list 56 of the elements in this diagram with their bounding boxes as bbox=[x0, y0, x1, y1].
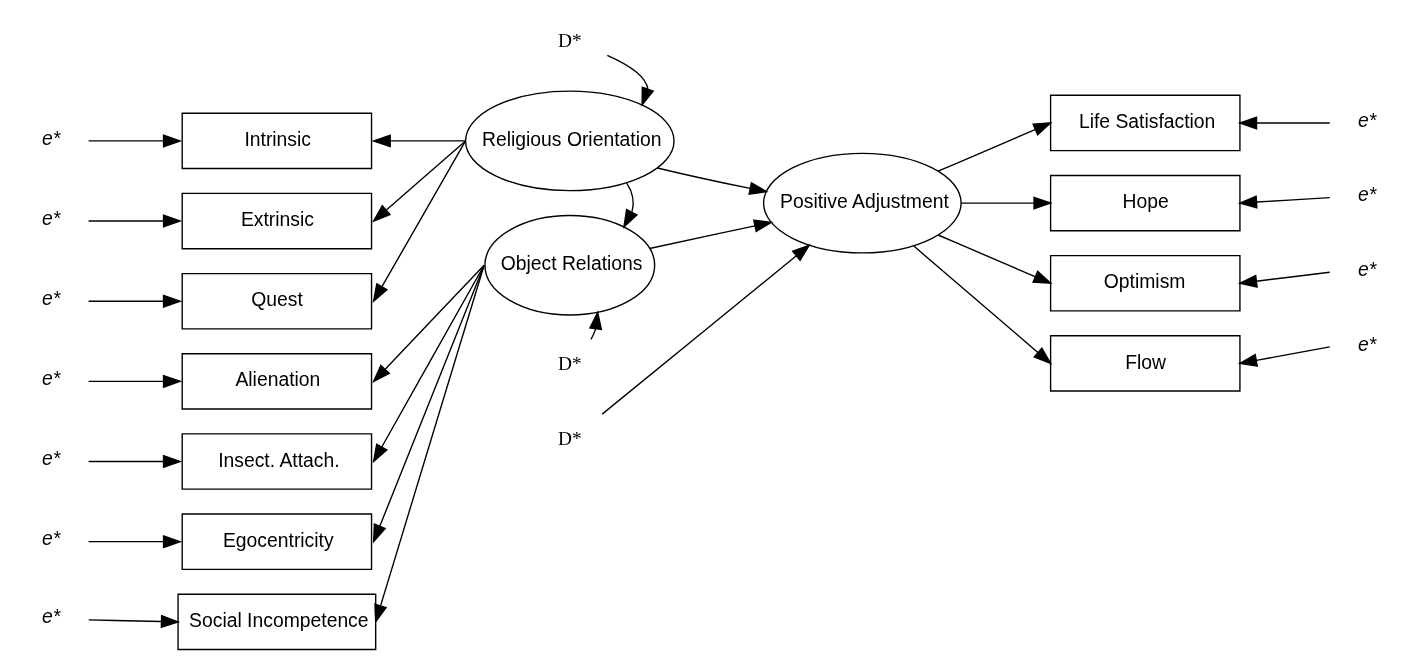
node-text: e* bbox=[41, 126, 61, 149]
node-text: e* bbox=[41, 367, 61, 390]
arrow bbox=[87, 534, 183, 549]
node-text: e* bbox=[1358, 257, 1377, 280]
node-ellipse: Religious Orientation bbox=[464, 90, 675, 192]
arrow bbox=[913, 245, 1053, 365]
node-box: Social Incompetence bbox=[177, 593, 377, 651]
arrow bbox=[1237, 116, 1331, 130]
arrow bbox=[374, 264, 485, 624]
node-box: Hope bbox=[1049, 174, 1241, 232]
node-box: Optimism bbox=[1049, 254, 1241, 312]
arrow bbox=[87, 214, 183, 228]
arrow bbox=[588, 310, 603, 341]
arrow bbox=[606, 54, 655, 107]
arrow bbox=[372, 264, 485, 544]
arrow bbox=[601, 243, 811, 415]
arrow bbox=[1237, 195, 1331, 209]
node-text: D* bbox=[558, 427, 582, 449]
node-box: Alienation bbox=[181, 353, 373, 410]
node-ellipse: Object Relations bbox=[484, 214, 656, 316]
arrow bbox=[371, 134, 467, 148]
arrow bbox=[622, 182, 639, 229]
node-box: Egocentricity bbox=[181, 513, 373, 570]
arrow bbox=[1237, 346, 1331, 367]
arrow bbox=[87, 454, 183, 469]
arrow bbox=[87, 374, 183, 389]
node-text: e* bbox=[1358, 108, 1377, 131]
arrow bbox=[372, 264, 485, 464]
node-text: D* bbox=[558, 352, 582, 374]
node-text: e* bbox=[41, 286, 61, 309]
node-text: e* bbox=[41, 527, 61, 550]
arrow bbox=[372, 264, 485, 383]
node-box: Insect. Attach. bbox=[181, 433, 373, 490]
node-ellipse: Positive Adjustment bbox=[762, 152, 962, 254]
arrow bbox=[372, 140, 467, 223]
arrow bbox=[656, 167, 769, 195]
node-text: e* bbox=[41, 604, 61, 627]
node-box: Intrinsic bbox=[181, 112, 373, 170]
arrow bbox=[1237, 271, 1331, 288]
node-box: Extrinsic bbox=[181, 192, 373, 250]
node-text: e* bbox=[41, 206, 61, 229]
arrow bbox=[87, 294, 183, 308]
arrow bbox=[937, 122, 1053, 172]
arrow bbox=[937, 234, 1053, 285]
node-text: e* bbox=[41, 447, 61, 470]
node-box: Life Satisfaction bbox=[1049, 94, 1241, 152]
arrow bbox=[960, 196, 1053, 210]
arrow bbox=[87, 134, 183, 148]
arrow bbox=[88, 614, 181, 629]
arrow bbox=[648, 219, 774, 250]
node-text: e* bbox=[1358, 332, 1377, 355]
node-box: Quest bbox=[181, 272, 373, 330]
node-box: Flow bbox=[1049, 335, 1241, 392]
node-text: D* bbox=[558, 29, 582, 51]
node-text: e* bbox=[1358, 183, 1377, 206]
arrow bbox=[372, 140, 467, 303]
